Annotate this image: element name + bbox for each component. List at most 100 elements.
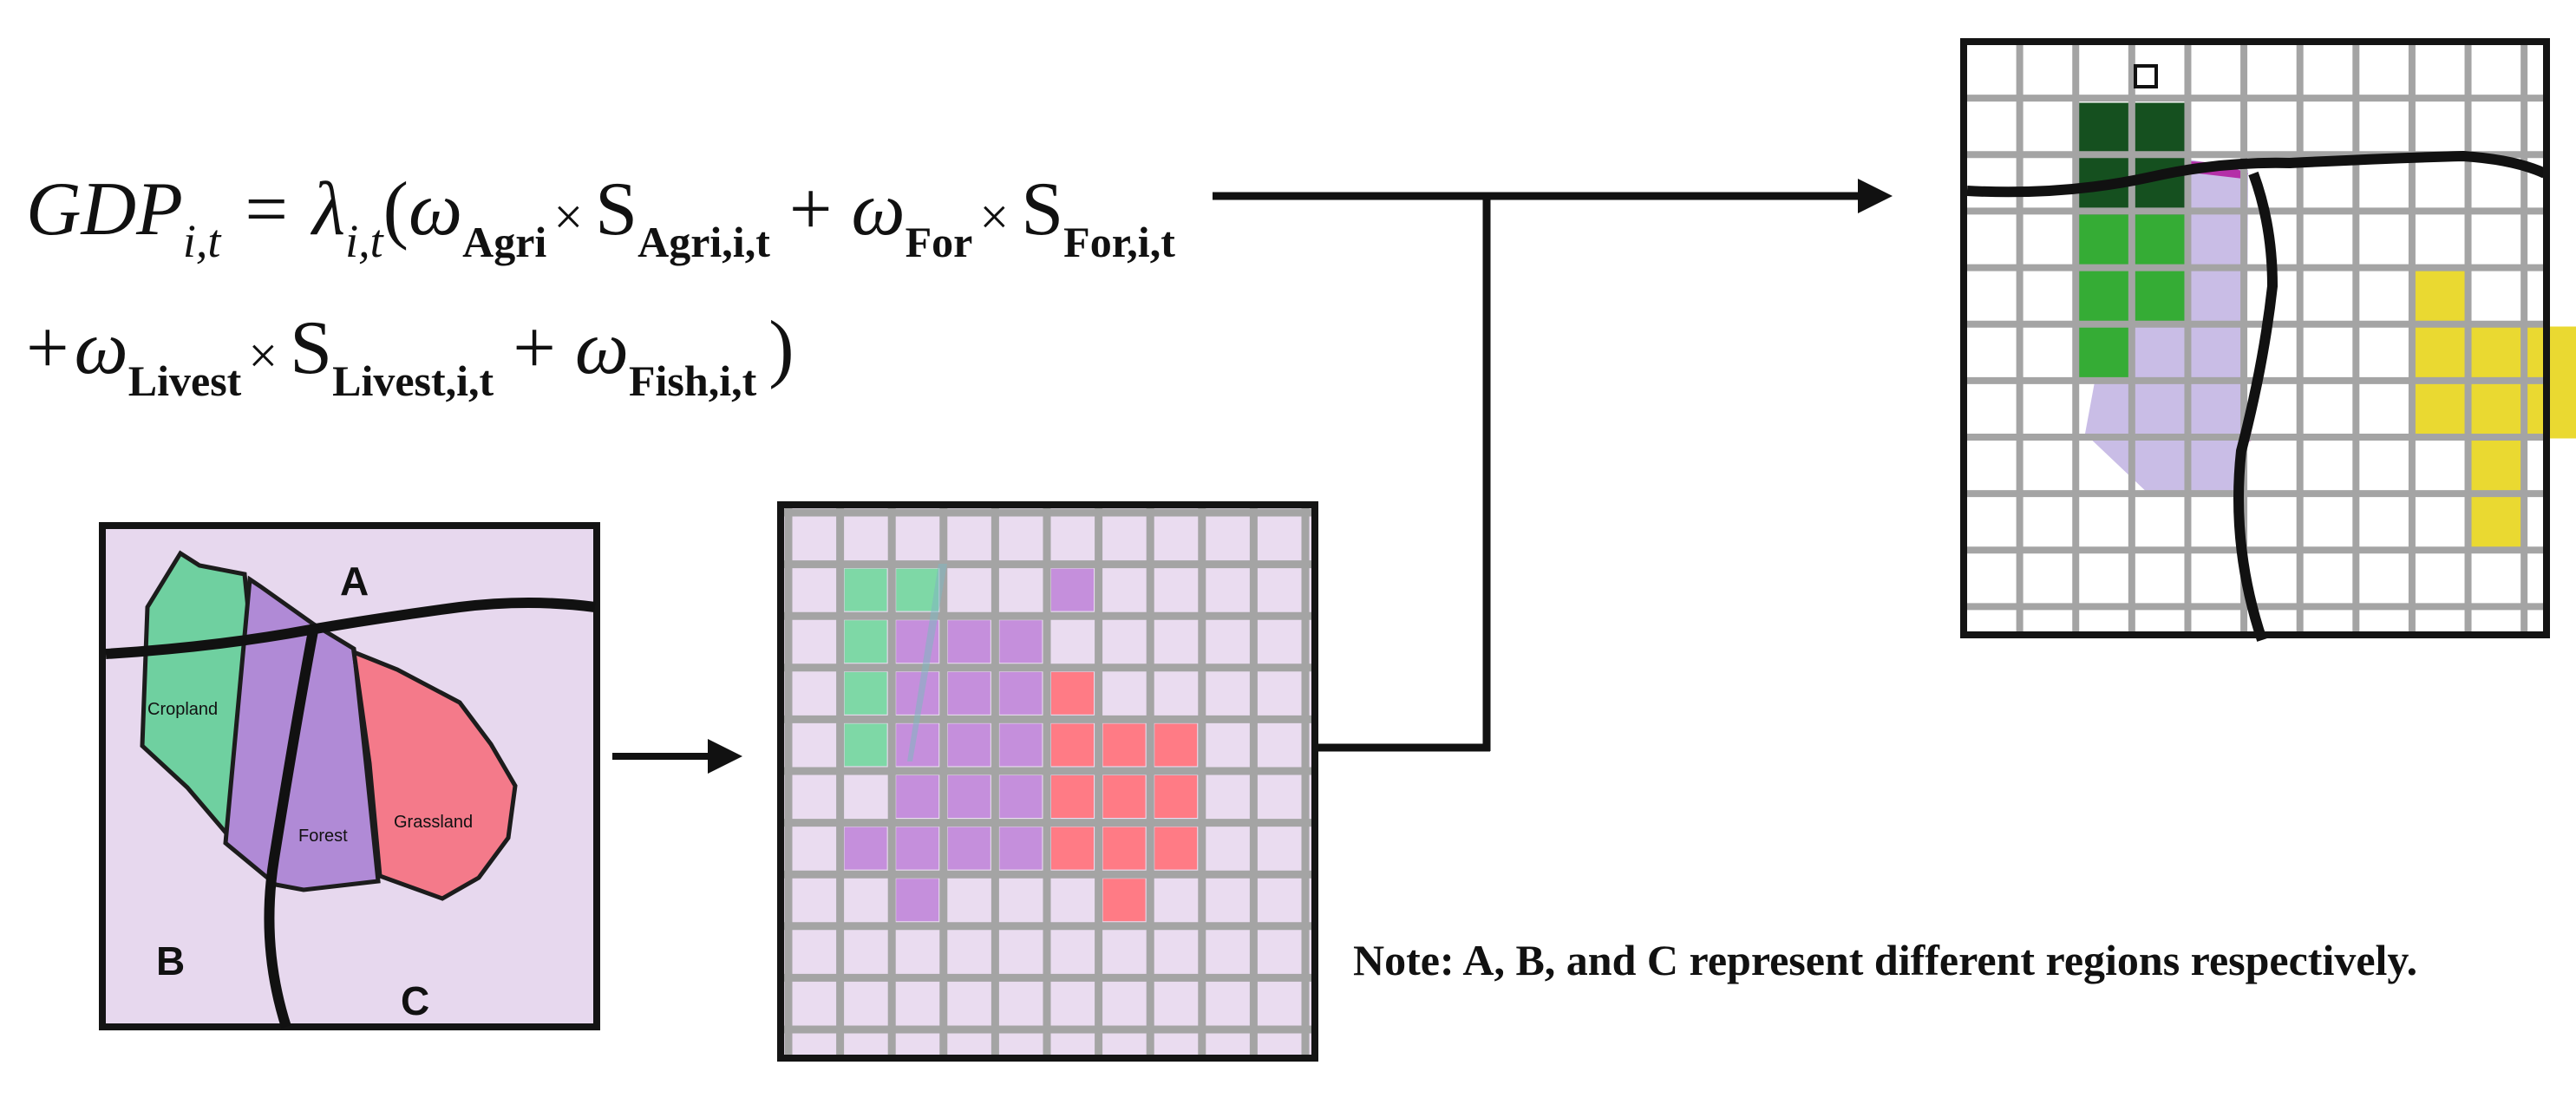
grid-cell	[793, 568, 835, 611]
grid-cell	[1154, 723, 1198, 767]
grid-cell	[844, 671, 887, 715]
grassland-label: Grassland	[394, 813, 473, 832]
middle-grid-border	[777, 501, 1318, 1062]
forest-label: Forest	[298, 827, 348, 846]
grid-cell	[793, 827, 835, 870]
aggregated-cell	[2467, 438, 2523, 494]
region-a-label: A	[340, 559, 369, 604]
grid-cell	[793, 517, 835, 559]
grid-cell	[1154, 620, 1198, 663]
right-boundary-east-west	[1966, 150, 2547, 198]
grid-cell	[1206, 568, 1249, 611]
aggregated-cell	[2467, 494, 2523, 551]
grid-cell	[1102, 879, 1146, 922]
grid-cell	[1154, 517, 1198, 559]
connector-lines	[1213, 192, 1865, 752]
middle-grid-crop-to-forest-edge	[907, 564, 947, 761]
grid-cell	[1206, 775, 1249, 818]
grid-cell	[947, 982, 991, 1025]
grid-cell	[999, 568, 1043, 611]
grid-cell	[1051, 620, 1094, 663]
grid-cell	[844, 568, 887, 611]
grid-cell	[793, 879, 835, 922]
grid-cell	[1102, 930, 1146, 973]
grid-cell	[1102, 982, 1146, 1025]
grid-cell	[1154, 775, 1198, 818]
grid-cell	[1258, 620, 1301, 663]
grid-cell	[947, 620, 991, 663]
grid-cell	[947, 775, 991, 818]
grid-cell	[1258, 982, 1301, 1025]
grid-cell	[999, 879, 1043, 922]
aggregated-cell	[2411, 271, 2468, 327]
grid-cell	[999, 827, 1043, 870]
middle-grid-cells	[782, 507, 1313, 1056]
grid-cell	[1102, 620, 1146, 663]
rasterized-grid	[777, 501, 1318, 1062]
equation-line-1: GDPi,t=λi,t(ωAgri×SAgri,i,t+ωFor×SFor,i,…	[26, 167, 1175, 267]
map-to-grid-arrow	[612, 739, 742, 774]
grid-cell	[1206, 723, 1249, 767]
grid-cell	[896, 982, 939, 1025]
grid-cell	[1102, 671, 1146, 715]
grid-cell	[1051, 723, 1094, 767]
map-boundary-north-south	[264, 624, 319, 1029]
grid-cell	[947, 879, 991, 922]
grid-cell	[1206, 517, 1249, 559]
equation-line-2: +ωLivest×SLivest,i,t+ωFish,i,t)	[26, 306, 794, 405]
right-grid-border	[1960, 38, 2550, 638]
aggregated-cell	[2411, 382, 2468, 439]
grid-cell	[1258, 827, 1301, 870]
grid-cell	[1258, 517, 1301, 559]
grid-cell	[1258, 930, 1301, 973]
grid-cell	[1051, 982, 1094, 1025]
grid-cell	[1102, 723, 1146, 767]
aggregated-cell	[2411, 326, 2468, 382]
grid-cell	[1258, 879, 1301, 922]
grid-cell	[1206, 827, 1249, 870]
grid-cell	[844, 982, 887, 1025]
grid-cell	[896, 930, 939, 973]
grid-cell	[1206, 930, 1249, 973]
aggregated-cell	[2131, 214, 2187, 271]
grid-cell	[793, 982, 835, 1025]
map-boundary-east-west	[105, 598, 596, 659]
figure-note: Note: A, B, and C represent different re…	[1353, 936, 2417, 984]
grid-cell	[844, 930, 887, 973]
grid-cell	[947, 671, 991, 715]
grid-cell	[1154, 982, 1198, 1025]
grid-cell	[1051, 517, 1094, 559]
grid-cell	[896, 775, 939, 818]
grid-cell	[1051, 930, 1094, 973]
grid-cell	[947, 827, 991, 870]
grid-cell	[1051, 568, 1094, 611]
grid-cell	[999, 620, 1043, 663]
grid-cell	[1154, 568, 1198, 611]
grid-cell	[844, 827, 887, 870]
land-use-map: A B C Cropland Forest Grassland	[99, 522, 600, 1030]
grid-cell	[1258, 568, 1301, 611]
grid-cell	[844, 879, 887, 922]
grid-cell	[1051, 671, 1094, 715]
grid-cell	[999, 930, 1043, 973]
grid-cell	[844, 723, 887, 767]
grid-cell	[896, 568, 939, 611]
grid-cell	[1154, 671, 1198, 715]
grid-cell	[1051, 879, 1094, 922]
aggregated-cell	[2467, 326, 2523, 382]
grid-cell	[947, 723, 991, 767]
grid-cell	[999, 982, 1043, 1025]
right-grid-cells	[2076, 102, 2576, 551]
grid-cell	[844, 620, 887, 663]
grid-cell	[1258, 775, 1301, 818]
grid-cell	[1206, 620, 1249, 663]
aggregated-cell	[2076, 102, 2132, 159]
grid-cell	[844, 775, 887, 818]
grid-cell	[1206, 879, 1249, 922]
grassland-polygon	[350, 649, 518, 901]
grid-cell	[1154, 827, 1198, 870]
grid-cell	[1102, 827, 1146, 870]
grid-cell	[1154, 879, 1198, 922]
region-b-label: B	[156, 938, 185, 984]
